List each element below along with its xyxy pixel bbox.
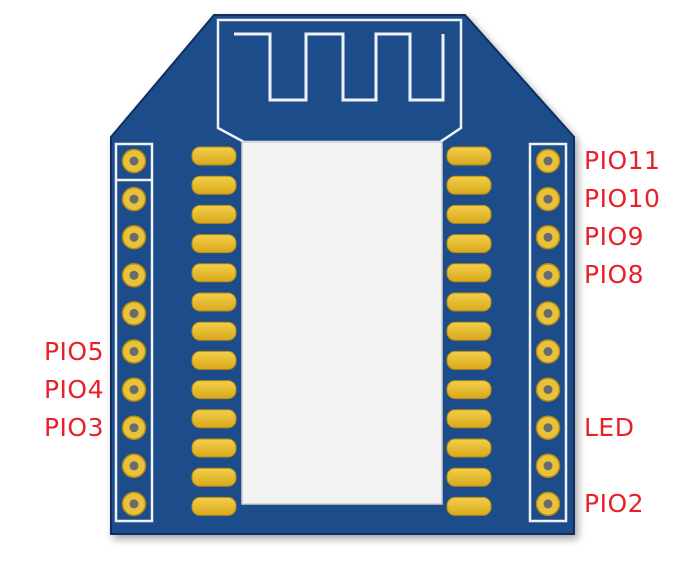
right-smd-pad xyxy=(446,350,492,370)
left-smd-pad xyxy=(191,350,237,370)
right-smd-pad xyxy=(446,438,492,458)
right-header-pin-hole xyxy=(543,347,553,356)
right-header-pin-hole xyxy=(543,194,553,204)
left-smd-pad xyxy=(191,263,237,283)
antenna-trace xyxy=(234,32,445,102)
left-smd-pad xyxy=(191,496,237,516)
right-header-pins xyxy=(535,148,561,517)
right-pin-label: PIO11 xyxy=(584,146,661,175)
right-smd-pads xyxy=(446,146,492,516)
left-header-outline xyxy=(114,142,154,523)
right-smd-pad xyxy=(446,409,492,429)
left-smd-pad xyxy=(191,204,237,224)
right-smd-pad xyxy=(446,263,492,283)
left-smd-pad xyxy=(191,321,237,341)
left-header-pin-hole xyxy=(129,156,139,166)
right-smd-pad xyxy=(446,321,492,341)
left-smd-pad xyxy=(191,175,237,195)
right-smd-pad xyxy=(446,380,492,400)
right-smd-pad xyxy=(446,175,492,195)
left-smd-pad xyxy=(191,380,237,400)
right-header-pin-hole xyxy=(543,461,553,471)
left-header-pin-hole xyxy=(129,461,139,471)
right-smd-pad xyxy=(446,146,492,166)
left-smd-pad xyxy=(191,292,237,312)
right-header-pin-hole xyxy=(543,308,553,318)
left-smd-pad xyxy=(191,438,237,458)
left-header-pin-hole xyxy=(129,232,139,242)
left-header-pin-hole xyxy=(129,194,139,204)
left-header-pin-hole xyxy=(129,499,139,509)
right-smd-pad xyxy=(446,467,492,487)
right-header-pin-hole xyxy=(543,232,553,242)
right-header-pin-hole xyxy=(543,385,553,395)
right-header-pin-hole xyxy=(543,270,553,280)
left-header-pin-hole xyxy=(129,308,139,318)
left-smd-pad xyxy=(191,467,237,487)
right-header-pin-hole xyxy=(543,423,553,433)
right-pin-label: PIO8 xyxy=(584,260,645,290)
right-pin-label: PIO10 xyxy=(584,184,661,214)
left-header-pins xyxy=(121,148,147,517)
right-pin-label: LED xyxy=(584,412,635,442)
left-header-pin-hole xyxy=(129,347,139,356)
right-header-pin-hole xyxy=(543,156,553,166)
left-header-pin-hole xyxy=(129,385,139,395)
left-pin-label: PIO3 xyxy=(43,412,104,442)
left-smd-pad xyxy=(191,409,237,429)
right-header-outline xyxy=(528,142,568,523)
left-pin-label: PIO4 xyxy=(43,374,104,404)
right-smd-pad xyxy=(446,292,492,312)
left-header-pin-hole xyxy=(129,270,139,280)
right-smd-pad xyxy=(446,496,492,516)
left-smd-pads xyxy=(191,146,237,516)
right-header-pin-hole xyxy=(543,499,553,509)
left-header-pin-hole xyxy=(129,423,139,433)
right-smd-pad xyxy=(446,234,492,254)
right-smd-pad xyxy=(446,204,492,224)
left-pin-label: PIO5 xyxy=(43,336,104,366)
left-smd-pad xyxy=(191,234,237,254)
right-pin-label: PIO2 xyxy=(584,488,645,518)
left-smd-pad xyxy=(191,146,237,166)
shield-can xyxy=(241,141,443,505)
right-pin-label: PIO9 xyxy=(584,222,645,252)
